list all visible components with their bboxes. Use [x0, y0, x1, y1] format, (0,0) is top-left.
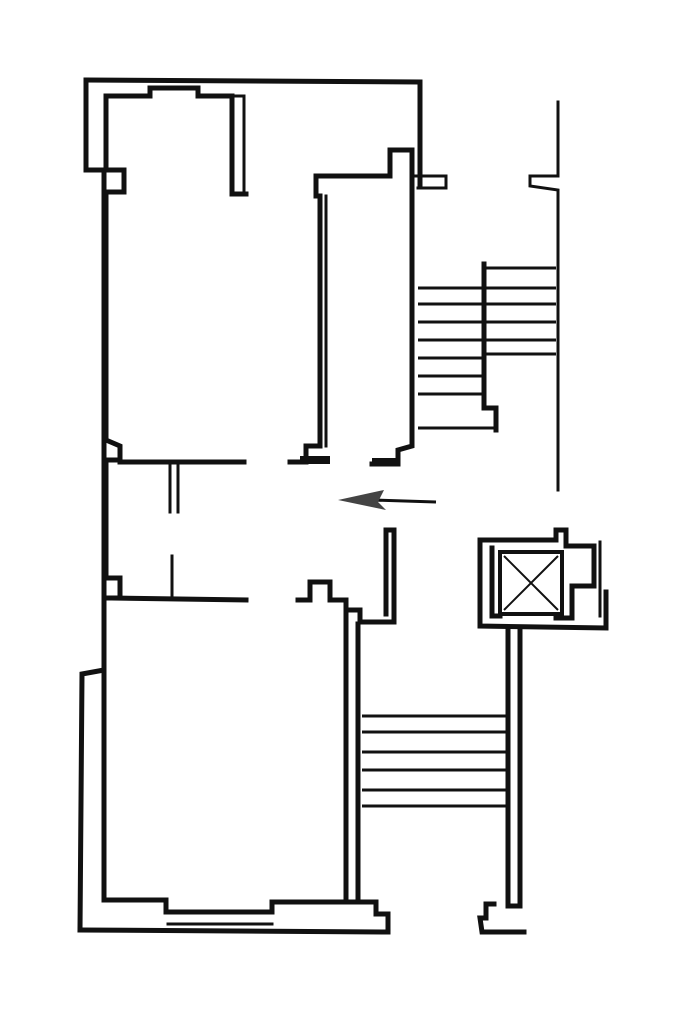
upper-stair-steps: [418, 266, 556, 430]
lower-stair-left-wall: [343, 607, 361, 905]
room-bottom-right-foot: [343, 899, 391, 935]
room-top-left-notch: [230, 94, 246, 196]
upper-stair-spine: [481, 261, 499, 433]
corridor-top-wall: [313, 147, 415, 199]
elevator-cab: [498, 550, 564, 616]
bottom-wall: [77, 927, 391, 935]
upper-stair: [418, 100, 560, 492]
corridor-door-jamb-left: [300, 456, 330, 464]
elevator-cross-icon: [503, 555, 559, 611]
corridor-top-jog: [410, 174, 448, 190]
hall-lower-wall-left: [111, 595, 249, 603]
elevator: [477, 527, 609, 631]
room-top-left-inner-left: [103, 93, 247, 465]
room-bottom-left-inner: [101, 603, 349, 915]
lower-stair: [343, 607, 523, 909]
lower-stair-steps: [362, 714, 506, 808]
elevator-left-thick: [489, 545, 503, 619]
corridor-right-wall: [369, 193, 415, 467]
left-outer-wall-upper: [83, 77, 121, 463]
entrance-arrow-icon: [338, 490, 437, 510]
hall-partition-upper: [168, 460, 180, 514]
top-wall: [83, 77, 423, 188]
left-outer-wall-lower: [77, 457, 107, 933]
upper-right-wall: [528, 100, 560, 492]
corridor-door-jamb-right: [372, 458, 400, 466]
middle-hall: [101, 460, 397, 625]
elevator-outer-wall: [477, 527, 609, 631]
lower-stair-right-wall: [505, 625, 523, 909]
hall-left-wall: [101, 461, 123, 601]
lower-stair-foot: [477, 901, 527, 935]
room-top-left-bay: [103, 85, 249, 197]
room-corridor: [287, 147, 448, 467]
room-bottom-left: [101, 603, 391, 935]
corridor-left-wall: [287, 173, 323, 465]
room-top-left: [103, 85, 249, 465]
